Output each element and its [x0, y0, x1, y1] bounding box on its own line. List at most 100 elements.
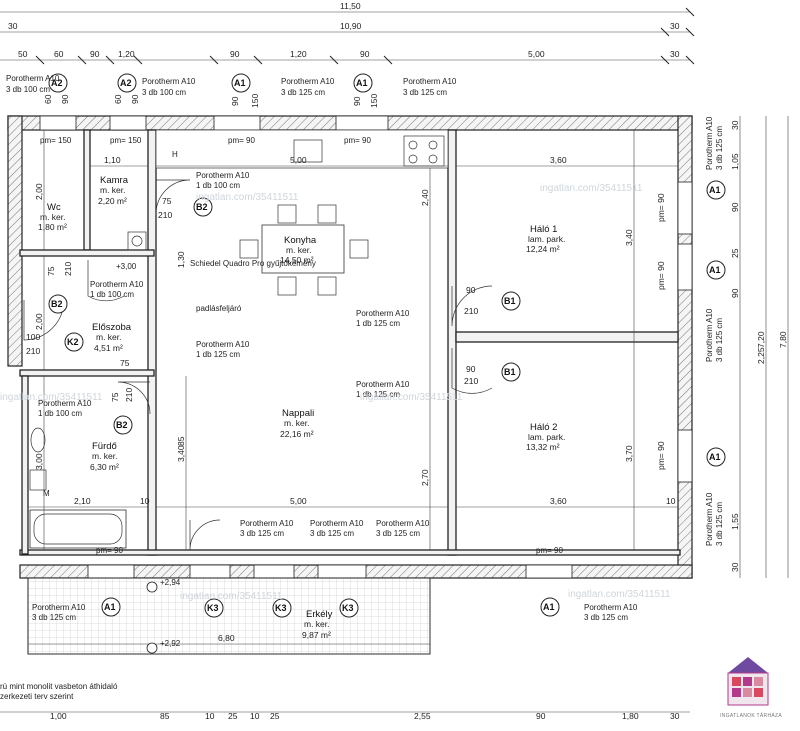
svg-text:2,55: 2,55 — [414, 711, 431, 721]
opening-tag-a1-right: A1 Porotherm A10 3 db 125 cm — [540, 597, 638, 622]
svg-text:60: 60 — [113, 94, 123, 104]
svg-text:3,60: 3,60 — [550, 496, 567, 506]
svg-text:pm= 150: pm= 150 — [110, 136, 142, 145]
house-logo-icon — [727, 657, 769, 706]
svg-text:90: 90 — [730, 202, 740, 212]
svg-text:210: 210 — [158, 210, 172, 220]
svg-text:90: 90 — [352, 96, 362, 106]
dim-60: 60 — [54, 49, 64, 59]
svg-text:5,00: 5,00 — [290, 496, 307, 506]
kitchen-furniture: H — [155, 129, 449, 296]
svg-text:Porotherm A10: Porotherm A10 — [38, 399, 92, 408]
bottom-dimensions: 1,00 85 10 25 10 25 2,55 90 1,80 30 — [0, 711, 690, 721]
window-tag-a1-right: A1 Porotherm A10 3 db 125 cm 90 150 — [352, 73, 457, 108]
svg-text:3,40: 3,40 — [624, 229, 634, 246]
room-halo2: Háló 2 lam. park. 13,32 m² — [526, 422, 565, 452]
interior-walls — [19, 129, 681, 556]
svg-text:m. ker.: m. ker. — [304, 619, 330, 629]
svg-text:K2: K2 — [67, 337, 79, 347]
svg-text:5,00: 5,00 — [290, 155, 307, 165]
svg-text:1 db 125 cm: 1 db 125 cm — [356, 319, 400, 328]
svg-text:3 db 100 cm: 3 db 100 cm — [6, 85, 50, 94]
svg-text:pm= 90: pm= 90 — [656, 261, 666, 290]
misc-notes: Schiedel Quadro Pro gyűjtőkémény padlásf… — [0, 259, 316, 701]
svg-text:Porotherm A10: Porotherm A10 — [6, 74, 60, 83]
svg-text:1,30: 1,30 — [176, 251, 186, 268]
svg-text:A2: A2 — [51, 78, 63, 88]
svg-text:Porotherm A10: Porotherm A10 — [584, 603, 638, 612]
chimney — [127, 231, 147, 251]
svg-text:210: 210 — [63, 262, 73, 276]
svg-text:K3: K3 — [207, 603, 219, 613]
svg-text:1 db 100 cm: 1 db 100 cm — [90, 290, 134, 299]
svg-text:90: 90 — [60, 94, 70, 104]
svg-text:10: 10 — [250, 711, 260, 721]
svg-text:M: M — [43, 489, 50, 498]
door-tag-b1-halo2: B1 Porotherm A10 1 db 125 cm 90 210 — [356, 362, 521, 399]
svg-text:22,16 m²: 22,16 m² — [280, 429, 314, 439]
svg-text:60: 60 — [43, 94, 53, 104]
room-kamra: Kamra m. ker. 2,20 m² — [98, 175, 129, 206]
svg-text:1 db 100 cm: 1 db 100 cm — [38, 409, 82, 418]
svg-text:85: 85 — [176, 436, 186, 446]
svg-text:150: 150 — [250, 94, 260, 108]
svg-text:ingatlan.com/35411511: ingatlan.com/35411511 — [0, 392, 103, 403]
svg-text:Porotherm A10: Porotherm A10 — [240, 519, 294, 528]
dim-120a: 1,20 — [118, 49, 135, 59]
svg-text:90: 90 — [230, 96, 240, 106]
svg-text:3 db 125 cm: 3 db 125 cm — [310, 529, 354, 538]
svg-text:B2: B2 — [116, 420, 128, 430]
svg-text:Porotherm A10: Porotherm A10 — [196, 340, 250, 349]
svg-text:ingatlan.com/35411511: ingatlan.com/35411511 — [568, 589, 671, 600]
beam-note-2: zerkezeti terv szerint — [0, 692, 74, 701]
svg-text:3 db 125 cm: 3 db 125 cm — [376, 529, 420, 538]
svg-text:A1: A1 — [234, 78, 246, 88]
svg-text:2,10: 2,10 — [74, 496, 91, 506]
svg-text:Erkély: Erkély — [306, 609, 333, 620]
svg-text:30: 30 — [670, 711, 680, 721]
dim-120b: 1,20 — [290, 49, 307, 59]
door-tag-b1-halo1: B1 Porotherm A10 1 db 125 cm 90 210 — [356, 285, 521, 328]
opening-tag-a1-left: A1 Porotherm A10 3 db 125 cm — [32, 597, 121, 622]
svg-text:3 db 100 cm: 3 db 100 cm — [142, 88, 186, 97]
dim-90c: 90 — [360, 49, 370, 59]
svg-text:1,10: 1,10 — [104, 155, 121, 165]
svg-text:13,32 m²: 13,32 m² — [526, 442, 560, 452]
svg-text:lam. park.: lam. park. — [528, 432, 565, 442]
door-tag-k2: K2 Porotherm A10 1 db 125 cm 210 100 — [26, 332, 250, 359]
logo-caption: INGATLANOK TÁRHÁZA — [720, 713, 782, 719]
room-labels: Kamra m. ker. 2,20 m² Wc m. ker. 1,80 m²… — [38, 175, 565, 640]
svg-text:A1: A1 — [104, 602, 116, 612]
svg-text:3,70: 3,70 — [624, 445, 634, 462]
svg-text:210: 210 — [464, 306, 478, 316]
svg-text:Nappali: Nappali — [282, 408, 314, 419]
svg-text:9,87 m²: 9,87 m² — [302, 630, 331, 640]
right-dimensions: 1,05 90 25 90 1,55 30 30 2,25 7,20 7,80 — [730, 116, 789, 578]
svg-text:Porotherm A10: Porotherm A10 — [196, 171, 250, 180]
svg-text:25: 25 — [270, 711, 280, 721]
svg-text:A1: A1 — [709, 452, 721, 462]
svg-text:pm= 90: pm= 90 — [656, 193, 666, 222]
door-tag-b2-kamra: B2 Porotherm A10 1 db 100 cm 210 — [158, 171, 250, 220]
dim-top-30a: 30 — [670, 21, 680, 31]
dim-90b: 90 — [230, 49, 240, 59]
svg-text:3,00: 3,00 — [34, 453, 44, 470]
svg-text:30: 30 — [730, 562, 740, 572]
toilet — [30, 427, 46, 453]
svg-text:90: 90 — [536, 711, 546, 721]
svg-text:2,70: 2,70 — [420, 469, 430, 486]
svg-text:pm= 90: pm= 90 — [536, 546, 563, 555]
svg-text:Porotherm A10: Porotherm A10 — [32, 603, 86, 612]
svg-text:lam. park.: lam. park. — [528, 234, 565, 244]
top-dimensions: 11,50 10,90 30 30 50 60 90 1,20 90 1,20 … — [0, 1, 695, 65]
outer-walls — [7, 115, 693, 579]
svg-text:A2: A2 — [120, 78, 132, 88]
svg-text:pm= 150: pm= 150 — [40, 136, 72, 145]
svg-text:3 db 125 cm: 3 db 125 cm — [715, 318, 724, 362]
svg-text:A1: A1 — [356, 78, 368, 88]
top-row-ticks — [35, 55, 695, 65]
dim-30c: 30 — [670, 49, 680, 59]
svg-text:1,05: 1,05 — [730, 153, 740, 170]
svg-text:A1: A1 — [709, 185, 721, 195]
